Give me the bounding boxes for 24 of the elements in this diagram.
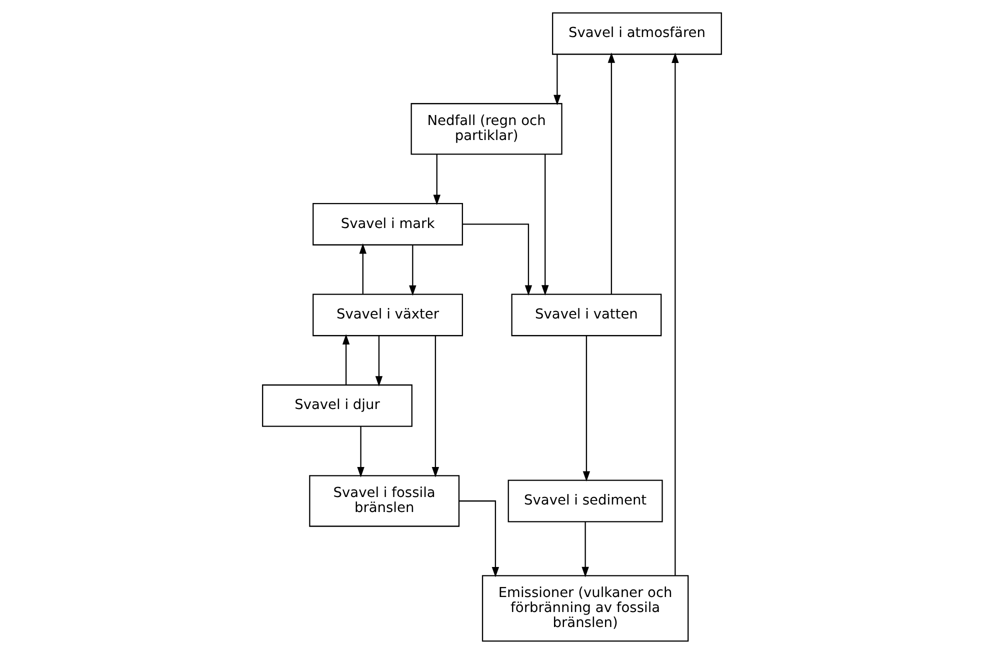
arrow bbox=[357, 426, 364, 478]
arrow bbox=[433, 154, 440, 206]
arrow bbox=[582, 522, 589, 578]
arrow bbox=[554, 54, 561, 106]
node-box: Emissioner (vulkaner och förbränning av fossila bränslen) bbox=[482, 575, 689, 642]
arrow bbox=[582, 336, 590, 482]
arrow bbox=[462, 224, 532, 296]
node-box: Svavel i fossila bränslen bbox=[309, 475, 460, 527]
arrow bbox=[375, 336, 383, 386]
node-box: Svavel i atmosfären bbox=[552, 12, 722, 55]
arrow bbox=[342, 334, 350, 385]
node-box: Svavel i djur bbox=[262, 384, 412, 427]
arrow bbox=[542, 154, 549, 296]
arrow bbox=[672, 52, 679, 576]
arrow bbox=[608, 52, 616, 294]
node-box: Svavel i vatten bbox=[511, 294, 662, 336]
arrow bbox=[432, 336, 440, 478]
node-box: Nedfall (regn och partiklar) bbox=[410, 103, 562, 155]
node-box: Svavel i sediment bbox=[508, 480, 663, 522]
node-box: Svavel i växter bbox=[312, 294, 463, 336]
arrow bbox=[459, 500, 500, 578]
arrow bbox=[409, 245, 416, 296]
node-box: Svavel i mark bbox=[312, 202, 463, 246]
arrow bbox=[359, 243, 367, 294]
